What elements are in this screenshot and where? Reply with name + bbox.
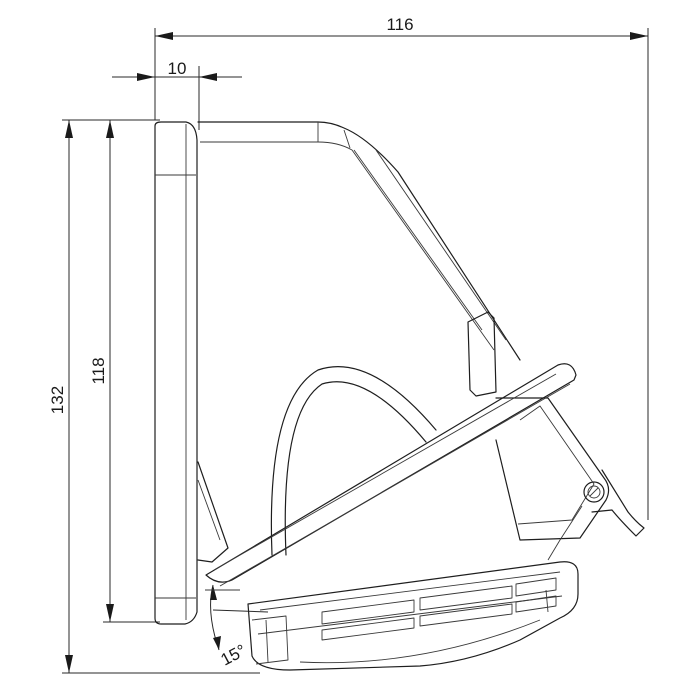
dimension-flange-depth: 10 xyxy=(112,59,242,130)
hinge xyxy=(547,469,645,561)
inner-height-label: 118 xyxy=(89,357,108,384)
flange-depth-label: 10 xyxy=(168,59,187,78)
housing-body xyxy=(197,121,610,563)
overall-width-label: 116 xyxy=(386,15,413,34)
socket-base xyxy=(247,561,579,671)
dimension-inner-height: 118 xyxy=(89,120,160,623)
dimension-tilt-angle: 15° xyxy=(210,584,269,670)
dimension-total-height: 132 xyxy=(48,119,260,674)
hinged-lid xyxy=(205,363,577,591)
dimension-overall-width: 116 xyxy=(154,15,649,520)
cable-loop xyxy=(270,366,437,556)
tilt-angle-label: 15° xyxy=(218,641,250,670)
wall-plate xyxy=(154,121,198,625)
total-height-label: 132 xyxy=(48,386,67,414)
